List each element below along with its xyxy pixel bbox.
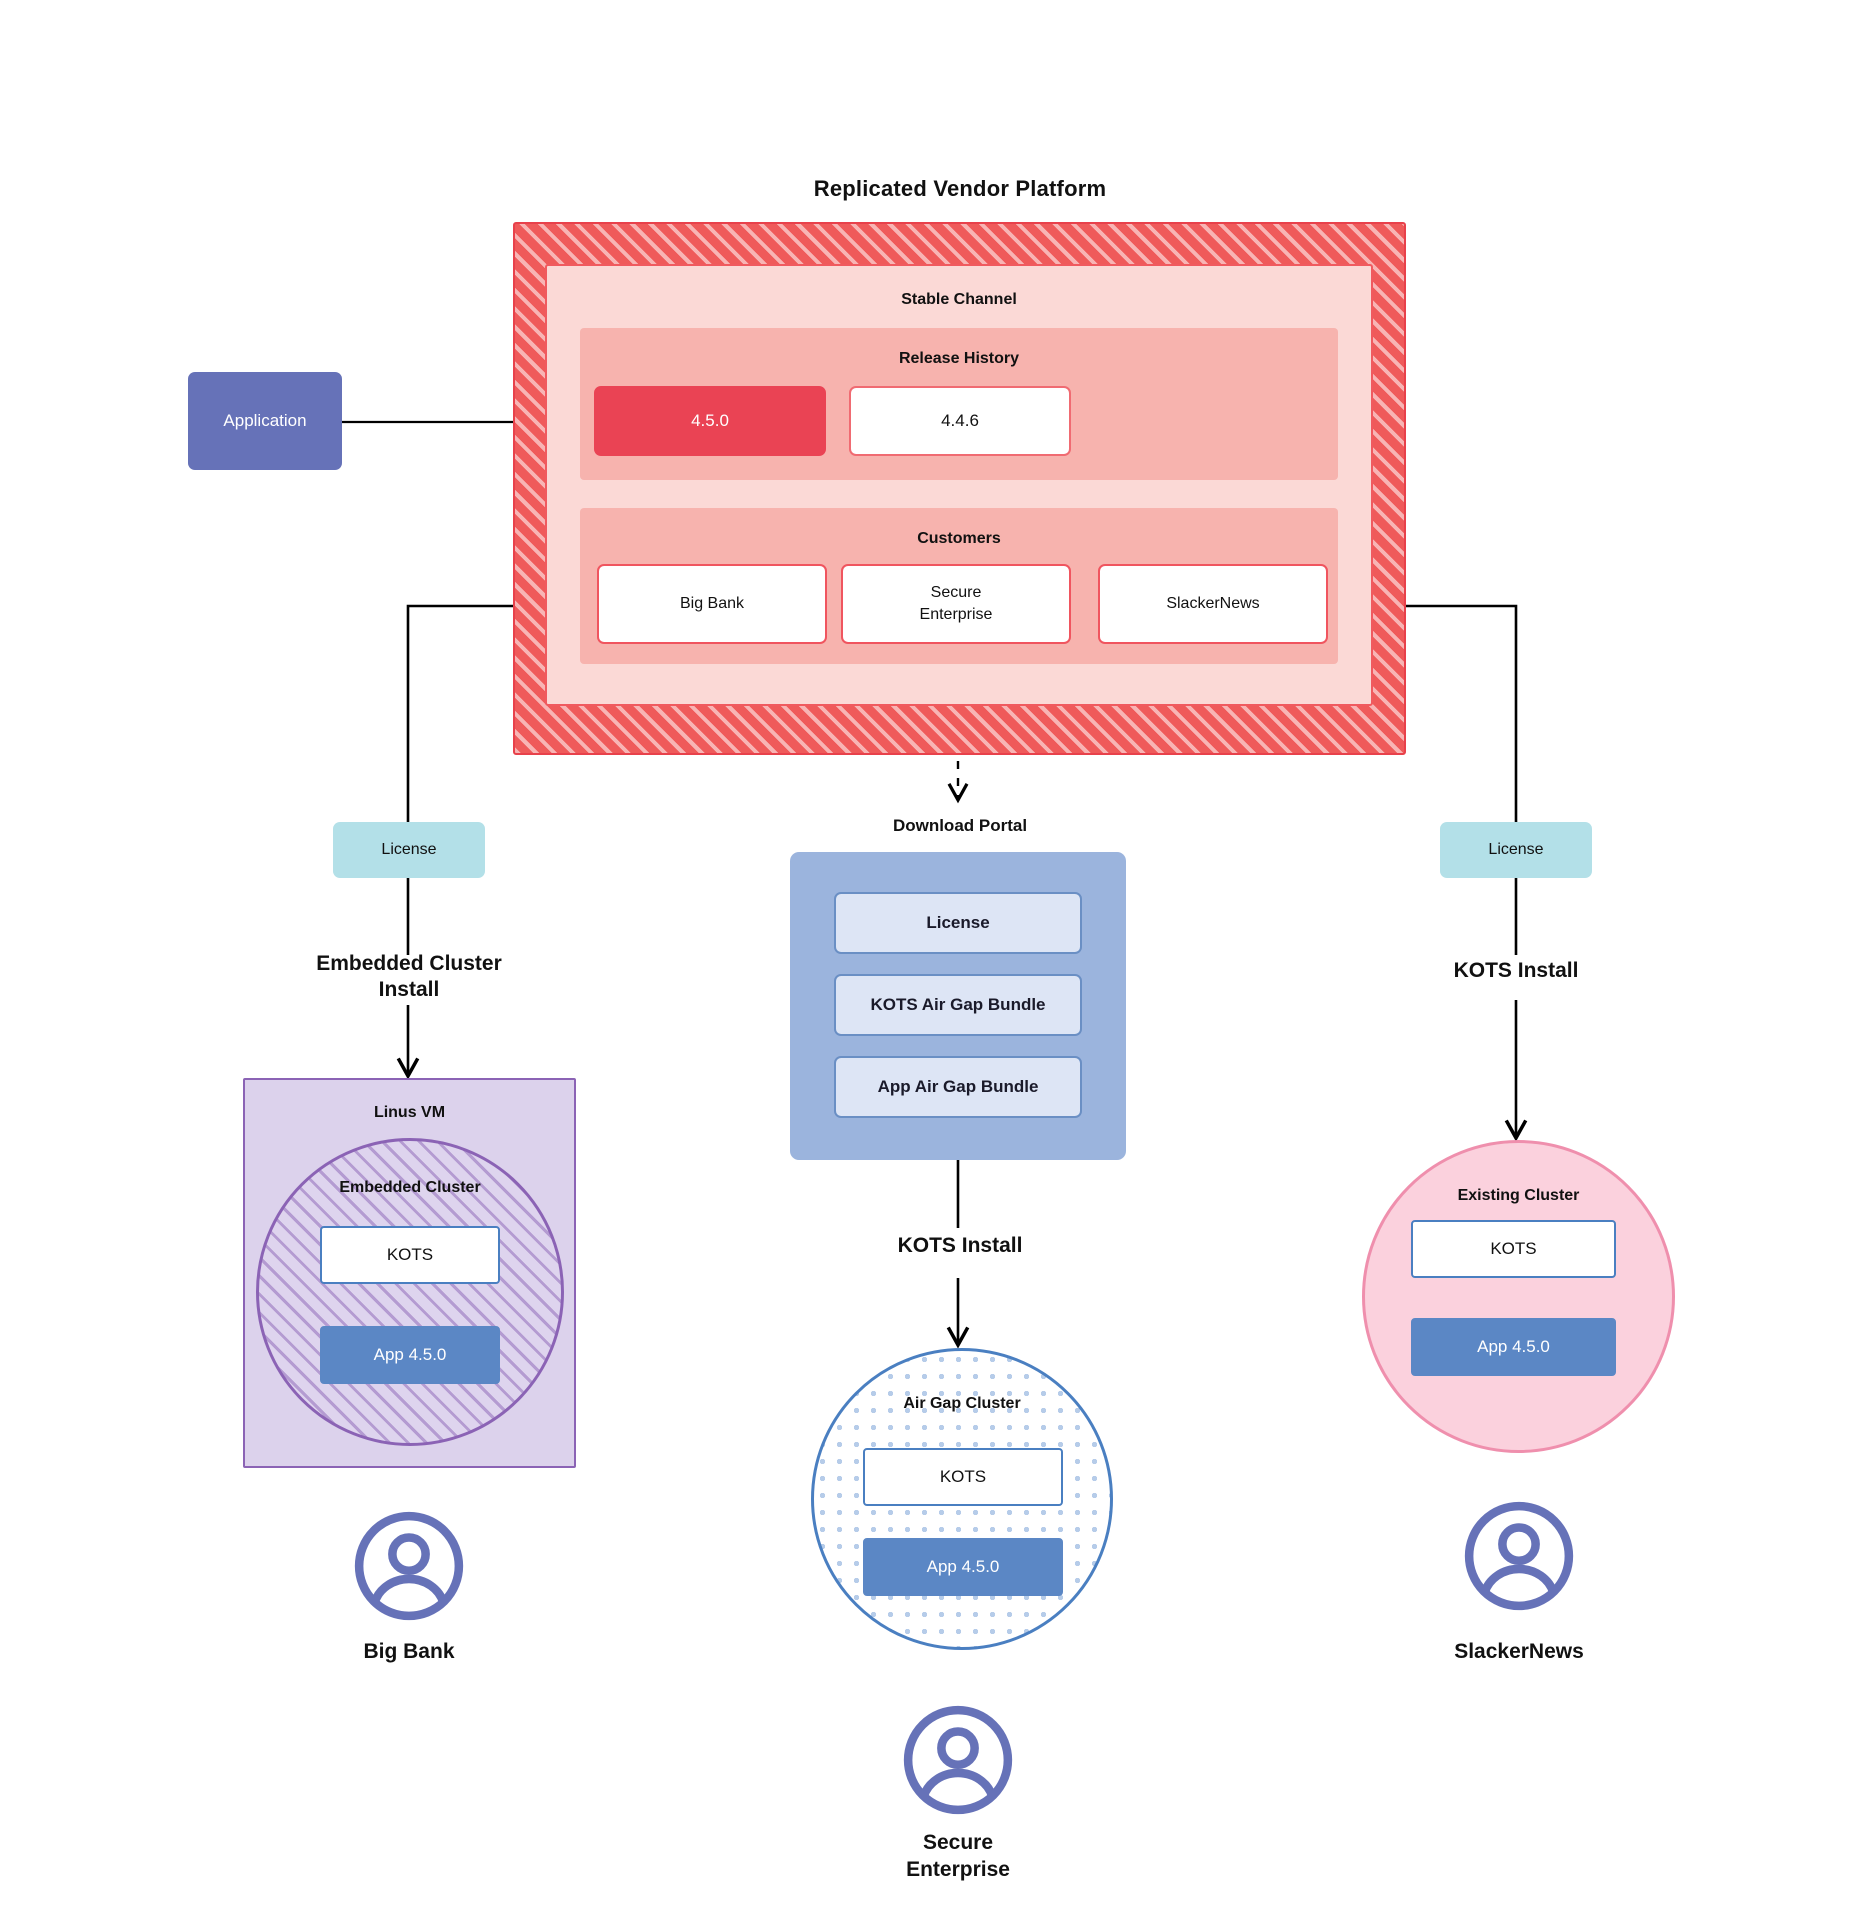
license-chip-left[interactable]: License [333, 822, 485, 878]
release-card-previous[interactable]: 4.4.6 [849, 386, 1071, 456]
embedded-app-box[interactable]: App 4.5.0 [320, 1326, 500, 1384]
license-chip-right[interactable]: License [1440, 822, 1592, 878]
install-label-kots-center: KOTS Install [897, 1234, 1023, 1257]
portal-item-app-air-gap-bundle[interactable]: App Air Gap Bundle [834, 1056, 1082, 1118]
portal-item-license[interactable]: License [834, 892, 1082, 954]
install-label-embedded-cluster: Embedded Cluster Install [316, 951, 502, 1001]
user-avatar-icon [898, 1700, 1018, 1820]
embedded-kots-box[interactable]: KOTS [320, 1226, 500, 1284]
embedded-cluster-title: Embedded Cluster [339, 1179, 481, 1196]
end-user-label-secure-enterprise: Secure Enterprise [906, 1830, 1010, 1881]
customer-card-slackernews[interactable]: SlackerNews [1098, 564, 1328, 644]
download-portal-title: Download Portal [892, 816, 1028, 835]
stable-channel-title: Stable Channel [901, 291, 1017, 308]
install-label-kots-right: KOTS Install [1453, 959, 1579, 982]
existing-app-box[interactable]: App 4.5.0 [1411, 1318, 1616, 1376]
air-gap-kots-box[interactable]: KOTS [863, 1448, 1063, 1506]
embedded-cluster-circle [256, 1138, 564, 1446]
customers-title: Customers [917, 530, 1001, 547]
release-card-current[interactable]: 4.5.0 [594, 386, 826, 456]
air-gap-cluster-title: Air Gap Cluster [903, 1395, 1021, 1412]
release-history-title: Release History [898, 350, 1020, 367]
user-avatar-icon [1459, 1496, 1579, 1616]
existing-cluster-circle [1362, 1140, 1675, 1453]
existing-kots-box[interactable]: KOTS [1411, 1220, 1616, 1278]
portal-item-kots-air-gap-bundle[interactable]: KOTS Air Gap Bundle [834, 974, 1082, 1036]
customer-card-big-bank[interactable]: Big Bank [597, 564, 827, 644]
platform-title: Replicated Vendor Platform [813, 176, 1107, 201]
customer-card-secure-enterprise[interactable]: Secure Enterprise [841, 564, 1071, 644]
end-user-label-big-bank: Big Bank [363, 1639, 455, 1663]
end-user-label-slackernews: SlackerNews [1454, 1639, 1584, 1663]
linux-vm-title: Linus VM [373, 1104, 446, 1121]
existing-cluster-title: Existing Cluster [1457, 1187, 1580, 1204]
user-avatar-icon [349, 1506, 469, 1626]
air-gap-app-box[interactable]: App 4.5.0 [863, 1538, 1063, 1596]
application-box[interactable]: Application [188, 372, 342, 470]
